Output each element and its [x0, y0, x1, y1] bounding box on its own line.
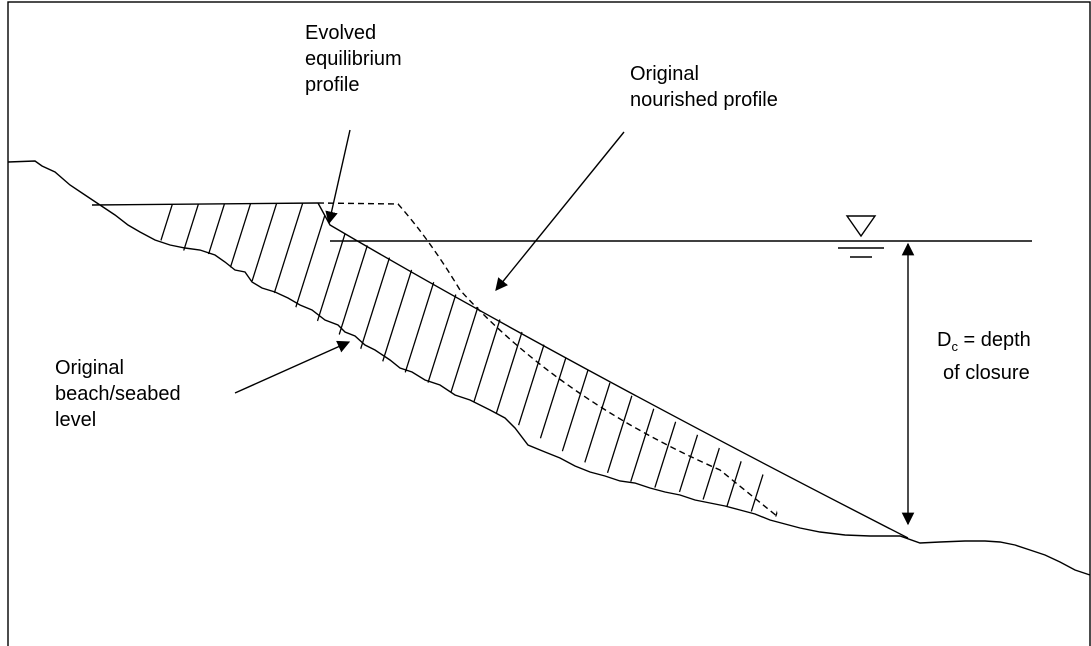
water-level-triangle — [845, 215, 877, 238]
hatch-line — [579, 203, 701, 517]
label-depth-of-closure: Dc = depth of closure — [937, 329, 1031, 384]
hatch-line — [189, 203, 311, 517]
equilibrium-profile-curve — [317, 202, 909, 539]
label-evolved-profile: Evolved equilibrium profile — [305, 22, 402, 96]
nourished-profile-dashed — [317, 202, 779, 518]
hatch-line — [345, 203, 467, 517]
hatch-line — [397, 203, 519, 517]
hatched-fill — [92, 180, 934, 560]
hatch-line — [241, 203, 363, 517]
hatch-line — [709, 203, 778, 517]
hatch-line — [657, 203, 778, 517]
hatch-line — [449, 203, 571, 517]
label-original-seabed: Original beach/seabed level — [55, 357, 181, 431]
hatch-line — [475, 203, 597, 517]
label-nourished-profile: Original nourished profile — [630, 63, 778, 111]
nourished-leader-arrow — [495, 131, 625, 291]
hatch-line — [735, 203, 778, 517]
hatch-line — [553, 203, 675, 517]
hatch-line — [788, 180, 908, 560]
hatch-line — [683, 203, 778, 517]
hatch-line — [215, 203, 337, 517]
hatch-line — [319, 203, 441, 517]
hatch-line — [501, 203, 623, 517]
hatch-line — [371, 203, 493, 517]
evolved-leader-arrow — [325, 129, 351, 225]
hatch-line — [814, 180, 934, 560]
hatch-line — [631, 203, 753, 517]
hatch-line — [163, 203, 285, 517]
hatch-line — [293, 203, 415, 517]
seabed-leader-arrow — [234, 340, 351, 394]
hatch-line — [423, 203, 545, 517]
berm-top-line — [91, 202, 319, 206]
hatch-line — [761, 203, 778, 517]
diagram-frame — [7, 1, 1091, 646]
original-seabed-line — [7, 160, 1091, 576]
